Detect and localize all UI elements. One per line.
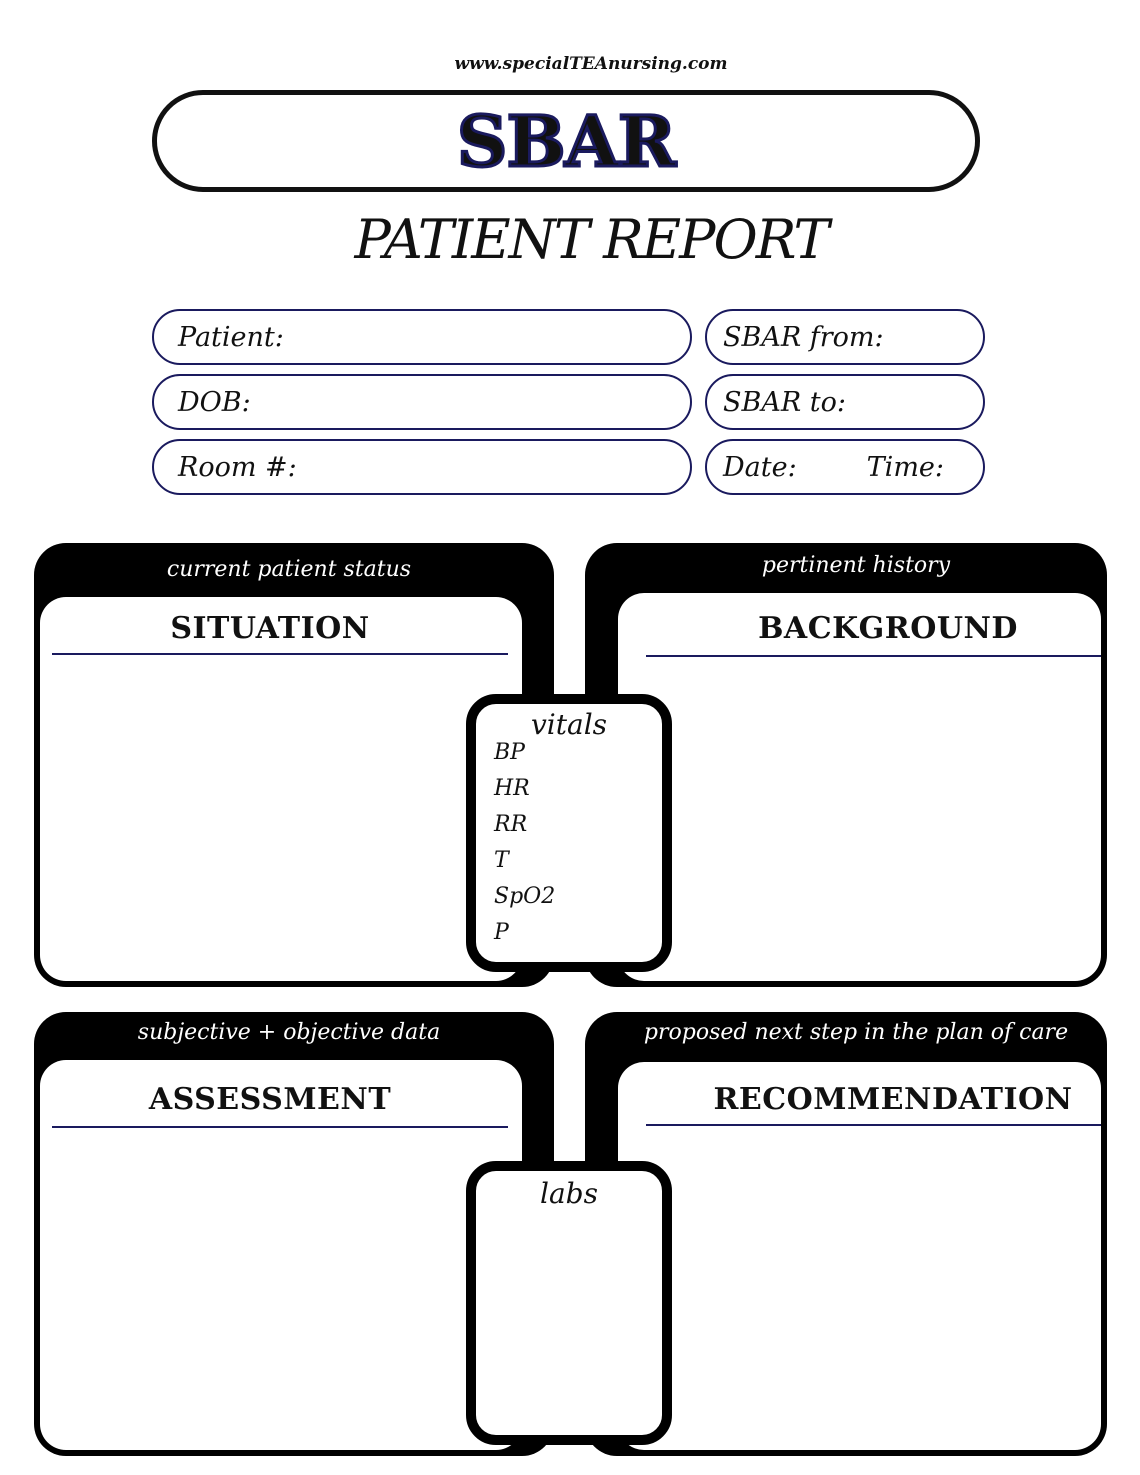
website-url: www.specialTEAnursing.com [454,54,728,74]
labs-box[interactable]: labs [466,1161,672,1445]
patient-label: Patient: [178,321,284,353]
sbar-from-field[interactable]: SBAR from: [705,309,985,365]
assessment-rule [52,1126,508,1128]
recommendation-panel: proposed next step in the plan of care R… [585,1012,1107,1456]
page-subtitle: PATIENT REPORT [354,208,829,271]
vital-hr: HR [494,776,530,801]
recommendation-area[interactable]: RECOMMENDATION [618,1062,1101,1450]
dob-field[interactable]: DOB: [152,374,692,430]
recommendation-heading: RECOMMENDATION [713,1082,1073,1117]
time-label: Time: [866,451,944,483]
assessment-heading: ASSESSMENT [148,1082,392,1117]
labs-title: labs [540,1177,598,1210]
background-caption: pertinent history [761,553,951,578]
dob-label: DOB: [178,386,251,418]
recommendation-caption: proposed next step in the plan of care [643,1020,1069,1045]
situation-area[interactable]: SITUATION [40,597,522,981]
background-rule [646,655,1101,657]
sbar-from-label: SBAR from: [723,321,884,353]
date-time-field[interactable]: Date: Time: [705,439,985,495]
page-title: SBAR [455,98,677,184]
vital-bp: BP [494,740,525,765]
background-area[interactable]: BACKGROUND [618,593,1101,981]
vital-pulse: P [494,920,509,945]
date-label: Date: [723,451,797,483]
vitals-box[interactable]: vitals BP HR RR T SpO2 P [466,694,672,972]
background-panel: pertinent history BACKGROUND [585,543,1107,987]
room-label: Room #: [178,451,297,483]
recommendation-rule [646,1124,1101,1126]
vitals-title: vitals [530,708,608,741]
title-banner: SBAR [152,90,980,192]
assessment-area[interactable]: ASSESSMENT [40,1060,522,1450]
sbar-to-field[interactable]: SBAR to: [705,374,985,430]
situation-caption: current patient status [166,557,412,582]
vital-rr: RR [494,812,528,837]
situation-rule [52,653,508,655]
vital-temp: T [494,848,509,873]
room-field[interactable]: Room #: [152,439,692,495]
background-heading: BACKGROUND [758,611,1018,646]
vital-spo2: SpO2 [494,884,556,909]
assessment-caption: subjective + objective data [137,1020,441,1045]
situation-heading: SITUATION [170,611,370,646]
sbar-to-label: SBAR to: [723,386,846,418]
patient-field[interactable]: Patient: [152,309,692,365]
